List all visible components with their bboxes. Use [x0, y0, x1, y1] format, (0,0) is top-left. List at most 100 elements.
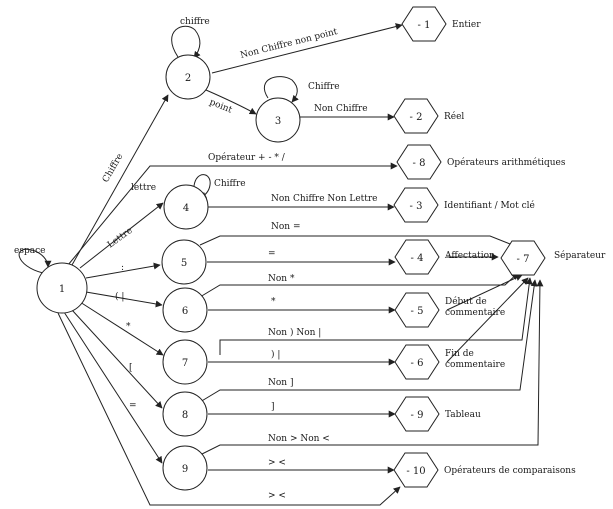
final-2-text: Réel	[444, 111, 464, 122]
label-star-edge: *	[126, 322, 131, 332]
final-6-text-line2: commentaire	[445, 360, 505, 370]
final-10-text: Opérateurs de comparaisons	[444, 465, 576, 476]
final-states: - 1 Entier - 2 Réel - 8 Opérateurs arith…	[393, 6, 606, 488]
loop-1-espace	[18, 248, 52, 274]
final-3-label: - 3	[410, 201, 423, 212]
final-5-label: - 5	[411, 306, 424, 317]
state-8	[162, 391, 208, 437]
edge-8-final7-non-bracket	[199, 279, 538, 403]
label-non-chiffre-non-lettre: Non Chiffre Non Lettre	[271, 194, 378, 204]
label-chiffre-loop2: chiffre	[180, 17, 210, 27]
final-6-text-line1: Fin de	[445, 349, 474, 359]
final-1-label: - 1	[418, 20, 431, 31]
label-eq: =	[268, 249, 276, 259]
final-10	[393, 452, 439, 488]
state-3-label: 3	[275, 116, 281, 127]
final-1	[401, 6, 447, 42]
transitions	[57, 23, 544, 506]
states: 1 2 3 4 5 6 7 8 9	[36, 54, 301, 491]
final-9-text: Tableau	[445, 410, 481, 420]
label-non-eq: Non =	[271, 222, 301, 232]
label-star: *	[271, 297, 276, 307]
edge-1-4	[79, 202, 164, 269]
final-3-text: Identifiant / Mot clé	[444, 200, 535, 211]
final-5-text-line2: commentaire	[445, 308, 505, 318]
state-5-label: 5	[181, 258, 187, 269]
edge-2-3	[205, 89, 257, 115]
state-9	[162, 445, 208, 491]
label-chiffre-loop4: Chiffre	[214, 179, 246, 189]
label-operateur: Opérateur + - * /	[208, 152, 286, 163]
edge-1-8	[71, 309, 163, 409]
final-2-label: - 2	[410, 112, 423, 123]
final-3	[393, 187, 439, 223]
label-bracket-close: ]	[271, 402, 275, 412]
final-7	[500, 240, 546, 276]
label-equal-edge: =	[129, 401, 137, 411]
state-7	[162, 339, 208, 385]
label-colon: :	[121, 263, 124, 273]
state-7-label: 7	[182, 358, 188, 369]
label-gt-lt-a: > <	[268, 458, 286, 468]
final-4-text: Affectation	[444, 251, 495, 261]
label-bracket: [	[129, 363, 133, 373]
final-7-label: - 7	[517, 254, 530, 265]
state-2	[165, 54, 211, 100]
state-6	[162, 287, 208, 333]
state-2-label: 2	[185, 73, 191, 84]
edge-1-9	[63, 311, 163, 464]
final-8	[396, 144, 442, 180]
state-9-label: 9	[182, 464, 188, 475]
label-non-paren-non-bar: Non ) Non |	[268, 327, 321, 338]
state-5	[161, 239, 207, 285]
label-point: point	[208, 98, 234, 116]
final-6	[394, 344, 440, 380]
state-4	[163, 184, 209, 230]
edge-final5-final7	[446, 274, 523, 311]
label-non-chiffre-non-point: Non Chiffre non point	[239, 27, 339, 61]
final-5-text: Début de commentaire	[445, 296, 505, 318]
final-8-label: - 8	[413, 158, 426, 169]
edge-5-final7-non-eq	[199, 235, 521, 249]
final-4	[394, 239, 440, 275]
edge-1-5	[85, 262, 161, 279]
state-1-label: 1	[59, 284, 65, 295]
label-gt-lt-b: > <	[268, 491, 286, 501]
label-lettre-edge: Lettre	[106, 226, 135, 251]
final-9	[394, 396, 440, 432]
final-6-text: Fin de commentaire	[445, 349, 505, 370]
final-1-text: Entier	[452, 20, 481, 30]
label-non-chiffre: Non Chiffre	[314, 104, 368, 114]
state-6-label: 6	[182, 306, 188, 317]
label-chiffre-edge: Chiffre	[101, 152, 125, 184]
edge-7-back-non-paren	[219, 277, 533, 355]
label-non-star: Non *	[268, 274, 295, 284]
edge-1-6	[85, 291, 163, 308]
edge-1-final10-bottom	[57, 312, 401, 506]
final-6-label: - 6	[411, 358, 424, 369]
state-8-label: 8	[182, 410, 188, 421]
state-3	[255, 97, 301, 143]
edge-2-final1	[211, 23, 403, 74]
edge-1-7	[79, 301, 164, 356]
final-5	[394, 292, 440, 328]
label-non-gt-non-lt: Non > Non <	[268, 434, 330, 444]
edge-6-final7-non-star	[199, 272, 519, 298]
edge-final6-final7	[446, 277, 529, 363]
final-8-text: Opérateurs arithmétiques	[447, 157, 566, 168]
edge-9-final7-non-gt	[199, 279, 544, 456]
loop-2-chiffre	[171, 25, 201, 59]
loop-3-chiffre	[264, 76, 299, 103]
final-5-text-line1: Début de	[445, 296, 487, 307]
state-1	[36, 262, 88, 314]
final-7-text: Séparateur	[554, 250, 606, 261]
label-paren-star: ( |	[115, 291, 124, 302]
final-4-label: - 4	[411, 253, 424, 264]
edge-1-final8	[67, 162, 398, 266]
label-lettre-loop4: lettre	[131, 183, 156, 193]
final-9-label: - 9	[411, 410, 424, 421]
label-paren-close: ) |	[271, 349, 280, 360]
edge-1-2	[71, 94, 169, 266]
final-2	[393, 98, 439, 134]
